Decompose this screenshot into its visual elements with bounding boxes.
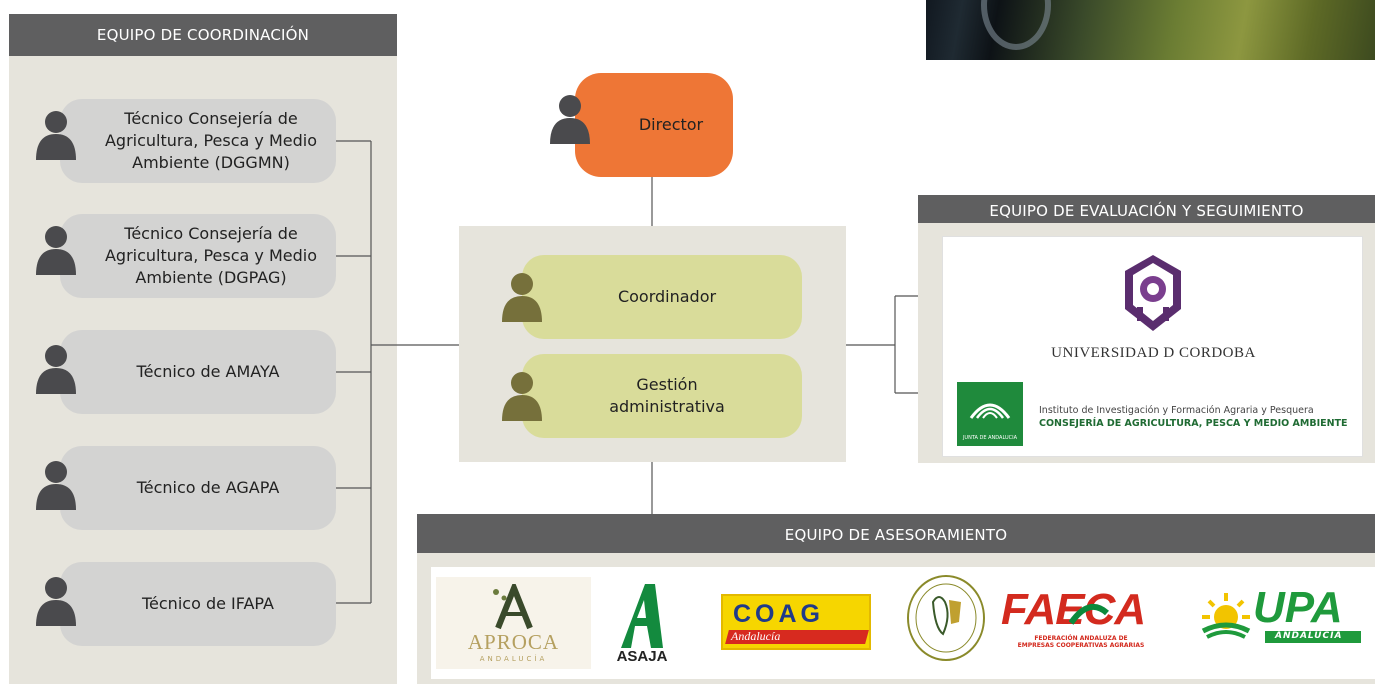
person-icon <box>36 226 76 275</box>
coordinator-label: Coordinador <box>617 287 717 306</box>
aproca-logo: APROCA ANDALUCÍA <box>436 577 591 669</box>
person-icon <box>550 95 590 144</box>
member-ifapa: Técnico de IFAPA <box>60 562 336 646</box>
upa-subtext: ANDALUCÍA <box>1275 631 1343 641</box>
coordinator-box: Coordinador <box>522 255 802 339</box>
junta-emblem-icon <box>969 403 1011 419</box>
junta-caption: JUNTA DE ANDALUCIA <box>962 435 1018 441</box>
upa-logo: UPA ANDALUCÍA <box>1201 583 1371 657</box>
advisory-header: EQUIPO DE ASESORAMIENTO <box>417 514 1375 555</box>
asaja-text: ASAJA <box>616 647 668 665</box>
header-photo <box>926 0 1375 60</box>
person-icon <box>36 111 76 160</box>
person-icon <box>36 577 76 626</box>
member-label: Técnico de AMAYA <box>136 362 280 381</box>
aproca-emblem-icon <box>492 583 533 629</box>
member-label: Técnico Consejería de Agricultura, Pesca… <box>104 109 317 172</box>
university-crest-icon <box>1125 255 1181 331</box>
person-icon <box>502 273 542 322</box>
university-name: UNIVERSIDAD D CORDOBA <box>1051 345 1256 361</box>
upa-text: UPA <box>1253 583 1343 632</box>
member-dgpag: Técnico Consejería de Agricultura, Pesca… <box>60 214 336 298</box>
evaluation-header: EQUIPO DE EVALUACIÓN Y SEGUIMIENTO <box>918 195 1375 227</box>
faeca-text: FAECA <box>1001 585 1146 634</box>
ifapa-line2: CONSEJERÍA DE AGRICULTURA, PESCA Y MEDIO… <box>1039 418 1348 429</box>
evaluation-logos: UNIVERSIDAD D CORDOBA JUNTA DE ANDALUCIA… <box>942 236 1363 457</box>
director-label: Director <box>638 115 704 134</box>
member-label: Técnico Consejería de Agricultura, Pesca… <box>104 224 317 287</box>
person-icon <box>36 461 76 510</box>
member-label: Técnico de IFAPA <box>141 594 274 613</box>
person-icon <box>36 345 76 394</box>
upa-sun-icon <box>1201 593 1251 639</box>
association-seal-icon <box>907 575 985 661</box>
coag-text: COAG <box>733 600 824 628</box>
faeca-subtext-2: EMPRESAS COOPERATIVAS AGRARIAS <box>1017 642 1145 649</box>
coordination-header: EQUIPO DE COORDINACIÓN <box>9 14 397 56</box>
junta-logo: JUNTA DE ANDALUCIA <box>957 382 1023 446</box>
member-amaya: Técnico de AMAYA <box>60 330 336 414</box>
asaja-emblem-icon <box>621 583 663 648</box>
aproca-text: APROCA <box>467 629 560 654</box>
person-icon <box>502 372 542 421</box>
faeca-wave-icon <box>1069 603 1109 625</box>
aproca-subtext: ANDALUCÍA <box>479 654 548 663</box>
director-box: Director <box>575 73 733 177</box>
member-label: Técnico de AGAPA <box>136 478 280 497</box>
admin-label: Gestión administrativa <box>609 375 725 416</box>
faeca-logo: FAECA FEDERACIÓN ANDALUZA DE EMPRESAS CO… <box>1001 587 1161 661</box>
asaja-logo: ASAJA <box>607 575 677 671</box>
member-agapa: Técnico de AGAPA <box>60 446 336 530</box>
member-dggmn: Técnico Consejería de Agricultura, Pesca… <box>60 99 336 183</box>
coag-logo: COAG Andalucía <box>721 594 871 650</box>
faeca-subtext-1: FEDERACIÓN ANDALUZA DE <box>1034 635 1128 642</box>
advisory-logos: APROCA ANDALUCÍA ASAJA COAG Andalucía FA… <box>431 567 1375 679</box>
admin-box: Gestión administrativa <box>522 354 802 438</box>
ifapa-line1: Instituto de Investigación y Formación A… <box>1039 405 1314 416</box>
coag-subtext: Andalucía <box>731 629 781 643</box>
